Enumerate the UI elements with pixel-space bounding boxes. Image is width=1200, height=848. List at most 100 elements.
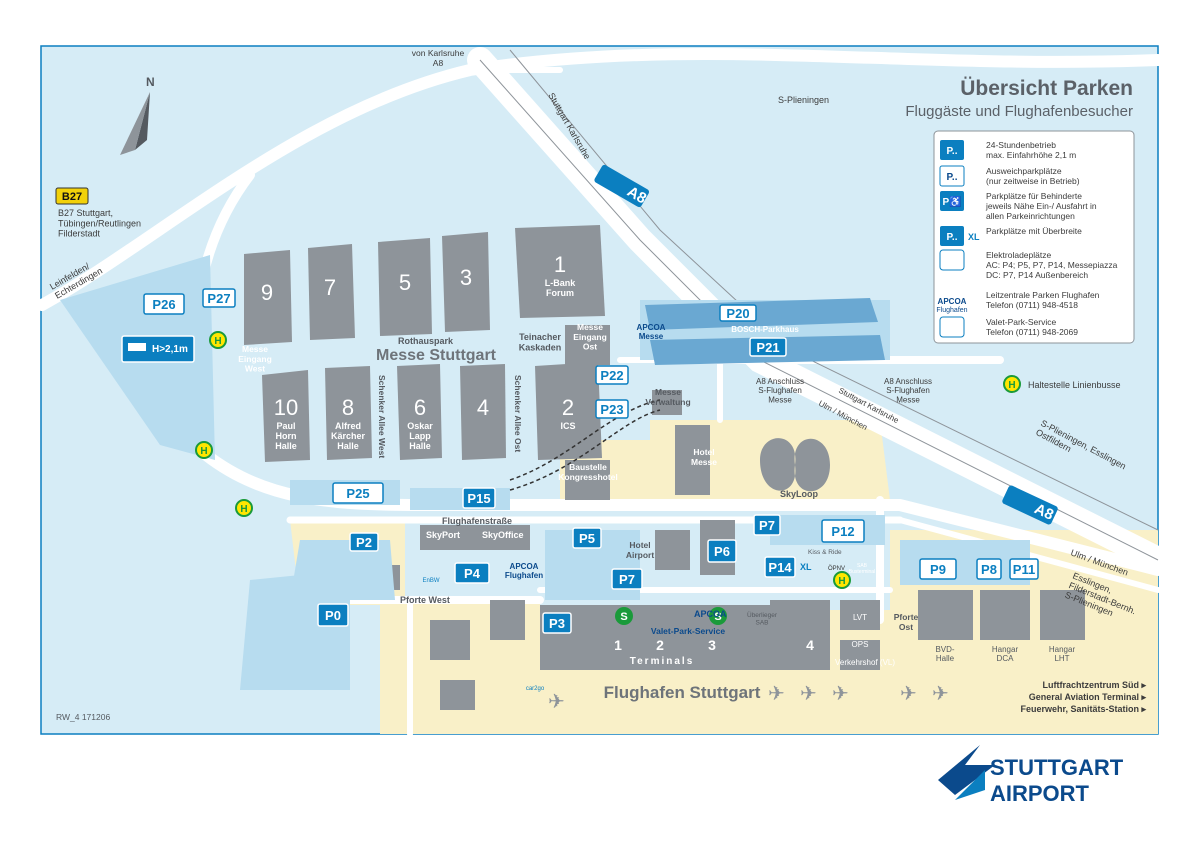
parking-p14-sign[interactable]: P14 (764, 556, 796, 578)
svg-text:P11: P11 (1013, 562, 1035, 577)
legend-icon: P.. (947, 172, 958, 183)
airplane-icon: ✈ (548, 691, 565, 713)
parking-p2-sign[interactable]: P2 (349, 532, 379, 552)
sbahn-icon: S (615, 607, 633, 625)
parking-p12-sign[interactable]: P12 (821, 519, 865, 543)
sbahn-icon: S (709, 607, 727, 625)
terminals-label: Terminals (630, 656, 695, 667)
logo-line1: STUTTGART (990, 755, 1124, 780)
parking-p21-sign[interactable]: P21 (749, 337, 787, 357)
map-title: Übersicht Parken (960, 77, 1133, 100)
svg-text:P6: P6 (714, 544, 730, 559)
svg-text:Parkplätze für Behinderte: Parkplätze für Behinderte (986, 191, 1082, 201)
parking-p8-sign[interactable]: P8 (976, 558, 1002, 580)
hall-number: 3 (460, 265, 472, 290)
svg-text:max. Einfahrhöhe 2,1 m: max. Einfahrhöhe 2,1 m (986, 150, 1076, 160)
svg-text:H: H (214, 336, 221, 347)
hall-name: ICS (560, 421, 575, 431)
airplane-icon: ✈ (800, 683, 817, 705)
footer-code: RW_4 171206 (56, 712, 110, 722)
airplane-icon: ✈ (900, 683, 917, 705)
svg-text:Flughafen: Flughafen (936, 307, 967, 314)
b27-sign: B27 (55, 187, 89, 205)
svg-text:P23: P23 (600, 402, 623, 417)
parking-p15-sign[interactable]: P15 (462, 487, 496, 509)
flughafen-stuttgart-label: Flughafen Stuttgart (604, 683, 761, 702)
legend-icon: P.. (947, 146, 958, 157)
legend-icon: APCOA (938, 297, 967, 306)
xl-icon: XL (800, 562, 812, 572)
north-arrow-icon: N (120, 75, 155, 155)
parking-p25-sign[interactable]: P25 (332, 482, 384, 504)
skyport-label: SkyPort (426, 530, 460, 540)
svg-text:(nur zeitweise in Betrieb): (nur zeitweise in Betrieb) (986, 176, 1080, 186)
verkehrshof-label: Verkehrshof (VL) (835, 658, 895, 667)
svg-text:H: H (240, 504, 247, 515)
svg-text:P0: P0 (325, 608, 341, 623)
svg-text:H: H (200, 446, 207, 457)
destination-item: Luftfrachtzentrum Süd ▸ (1042, 680, 1146, 690)
parking-p27-sign[interactable]: P27 (202, 288, 236, 308)
bus-stop-icons: H H H H (195, 331, 851, 589)
svg-text:Leitzentrale Parken Flughafen: Leitzentrale Parken Flughafen (986, 290, 1100, 300)
svg-text:P15: P15 (467, 491, 490, 506)
svg-text:P7: P7 (759, 518, 775, 533)
parking-p20-sign[interactable]: P20 (719, 304, 757, 322)
legend-row: P..Ausweichparkplätze(nur zeitweise in B… (939, 165, 1080, 187)
airplane-icon: ✈ (832, 683, 849, 705)
svg-text:P14: P14 (768, 560, 792, 575)
hall-number: 4 (477, 395, 489, 420)
parking-p26-sign[interactable]: P26 (143, 293, 185, 315)
flughafenstrasse-label: Flughafenstraße (442, 516, 512, 526)
parking-p23-sign[interactable]: P23 (595, 399, 629, 419)
parking-p22-sign[interactable]: P22 (595, 365, 629, 385)
a8-label-bottom: A8 (1032, 500, 1057, 524)
airplane-icons: ✈ ✈ ✈ ✈ ✈ ✈ (548, 683, 949, 713)
parking-p7-sign[interactable]: P7 (753, 514, 781, 536)
svg-text:Elektroladeplätze: Elektroladeplätze (986, 250, 1051, 260)
svg-text:P3: P3 (549, 616, 565, 631)
legend-bus-stop-label: Haltestelle Linienbusse (1028, 380, 1121, 390)
skyloop-building (760, 438, 830, 492)
a8-shield-bottom: A8 (1002, 485, 1058, 525)
parking-p7-sign[interactable]: P7 (611, 568, 643, 590)
parking-p3-sign[interactable]: P3 (542, 612, 572, 634)
ops-label: OPS (852, 640, 869, 649)
bus-stop-icon: H (195, 441, 213, 459)
parking-p5-sign[interactable]: P5 (572, 527, 602, 549)
parking-p6-sign[interactable]: P6 (707, 539, 737, 563)
svg-text:S: S (714, 611, 721, 623)
svg-text:jeweils Nähe Ein-/ Ausfahrt in: jeweils Nähe Ein-/ Ausfahrt in (985, 201, 1097, 211)
legend-icon: P.. (947, 232, 958, 243)
bus-stop-icon: H (833, 571, 851, 589)
terminal-number: 1 (614, 637, 622, 653)
bus-stop-icon: H (235, 499, 253, 517)
terminal-number: 3 (708, 637, 716, 653)
parking-p0-sign[interactable]: P0 (317, 603, 349, 627)
lvt-label: LVT (853, 613, 867, 622)
parking-p4-sign[interactable]: P4 (454, 562, 490, 584)
bus-stop-icon: H (209, 331, 227, 349)
parking-p11-sign[interactable]: P11 (1009, 558, 1039, 580)
parking-p9-sign[interactable]: P9 (919, 558, 957, 580)
footpath-2 (509, 399, 661, 481)
